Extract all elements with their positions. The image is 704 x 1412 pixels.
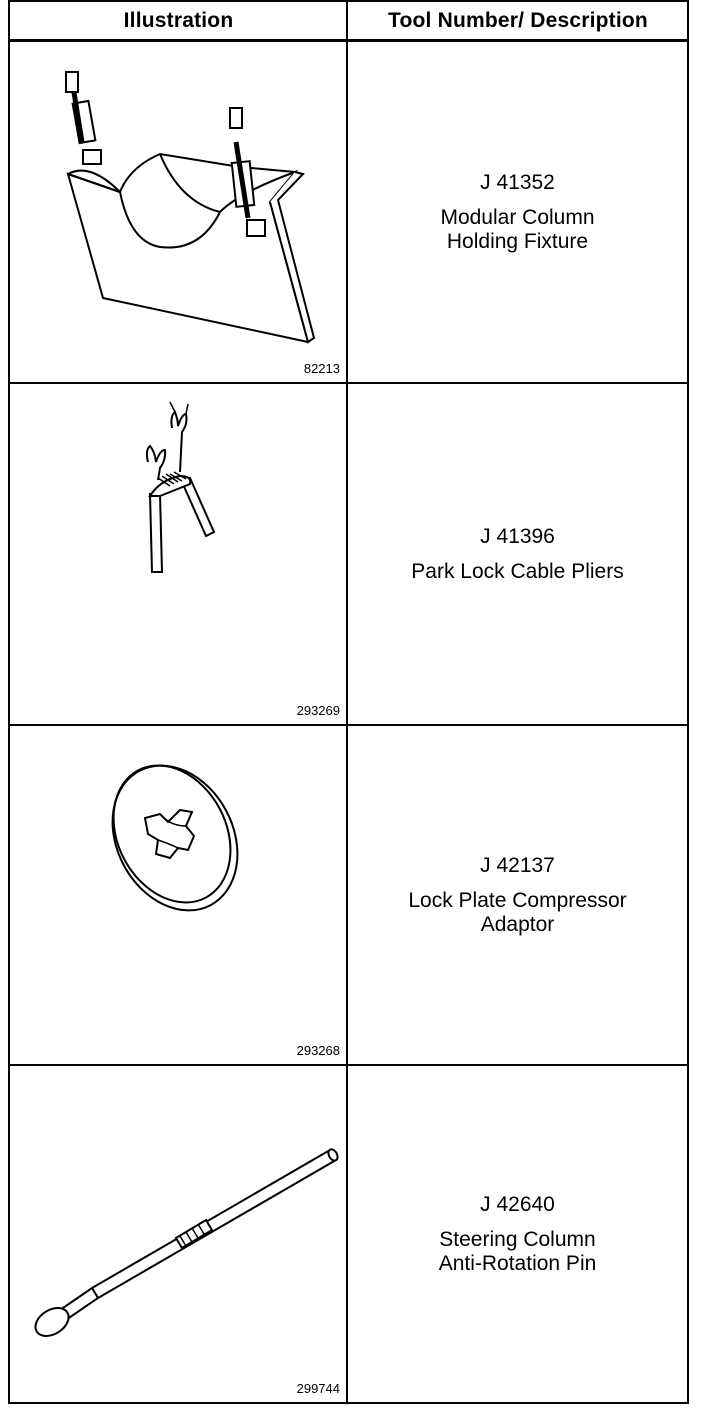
header-description: Tool Number/ Description <box>388 8 648 32</box>
column-divider <box>346 2 348 1402</box>
header-illustration: Illustration <box>123 8 234 32</box>
figure-id: 293268 <box>296 1043 340 1058</box>
tool-desc-line: Lock Plate Compressor <box>408 888 627 912</box>
tool-number: J 41352 <box>480 170 555 194</box>
tool-desc-line: Holding Fixture <box>446 229 589 253</box>
tool-desc-line: Adaptor <box>480 912 555 936</box>
tool-number: J 41396 <box>480 524 555 548</box>
table-row: 299744 J 42640 Steering Column Anti-Rota… <box>10 1066 687 1402</box>
tool-number: J 42640 <box>480 1192 555 1216</box>
figure-id: 82213 <box>303 361 340 376</box>
illustration-cell: 299744 <box>10 1066 346 1402</box>
tool-description-cell: J 41352 Modular Column Holding Fixture <box>348 42 687 382</box>
figure-id: 299744 <box>296 1381 340 1396</box>
illustration-cell: 293268 <box>10 726 346 1064</box>
tool-desc-line: Modular Column <box>440 205 595 229</box>
tool-desc-line: Steering Column <box>439 1227 596 1251</box>
table-row: 82213 J 41352 Modular Column Holding Fix… <box>10 42 687 384</box>
tool-description-cell: J 42640 Steering Column Anti-Rotation Pi… <box>348 1066 687 1402</box>
figure-id: 293269 <box>296 703 340 718</box>
tool-description-cell: J 42137 Lock Plate Compressor Adaptor <box>348 726 687 1064</box>
tool-desc-line: Park Lock Cable Pliers <box>411 559 624 583</box>
tool-description-cell: J 41396 Park Lock Cable Pliers <box>348 384 687 724</box>
tool-number: J 42137 <box>480 853 555 877</box>
illustration-cell: 293269 <box>10 384 346 724</box>
table-row: 293268 J 42137 Lock Plate Compressor Ada… <box>10 726 687 1066</box>
anti-rotation-pin-illustration <box>34 1148 339 1337</box>
cable-pliers-illustration <box>145 401 216 573</box>
tool-desc-line: Anti-Rotation Pin <box>438 1251 597 1275</box>
table-header: Illustration Tool Number/ Description <box>10 2 687 42</box>
illustration-cell: 82213 <box>10 42 346 382</box>
tools-table: Illustration Tool Number/ Description <box>8 0 689 1404</box>
compressor-adaptor-illustration <box>111 764 239 912</box>
table-row: 293269 J 41396 Park Lock Cable Pliers <box>10 384 687 726</box>
column-holding-fixture-illustration <box>65 71 316 344</box>
